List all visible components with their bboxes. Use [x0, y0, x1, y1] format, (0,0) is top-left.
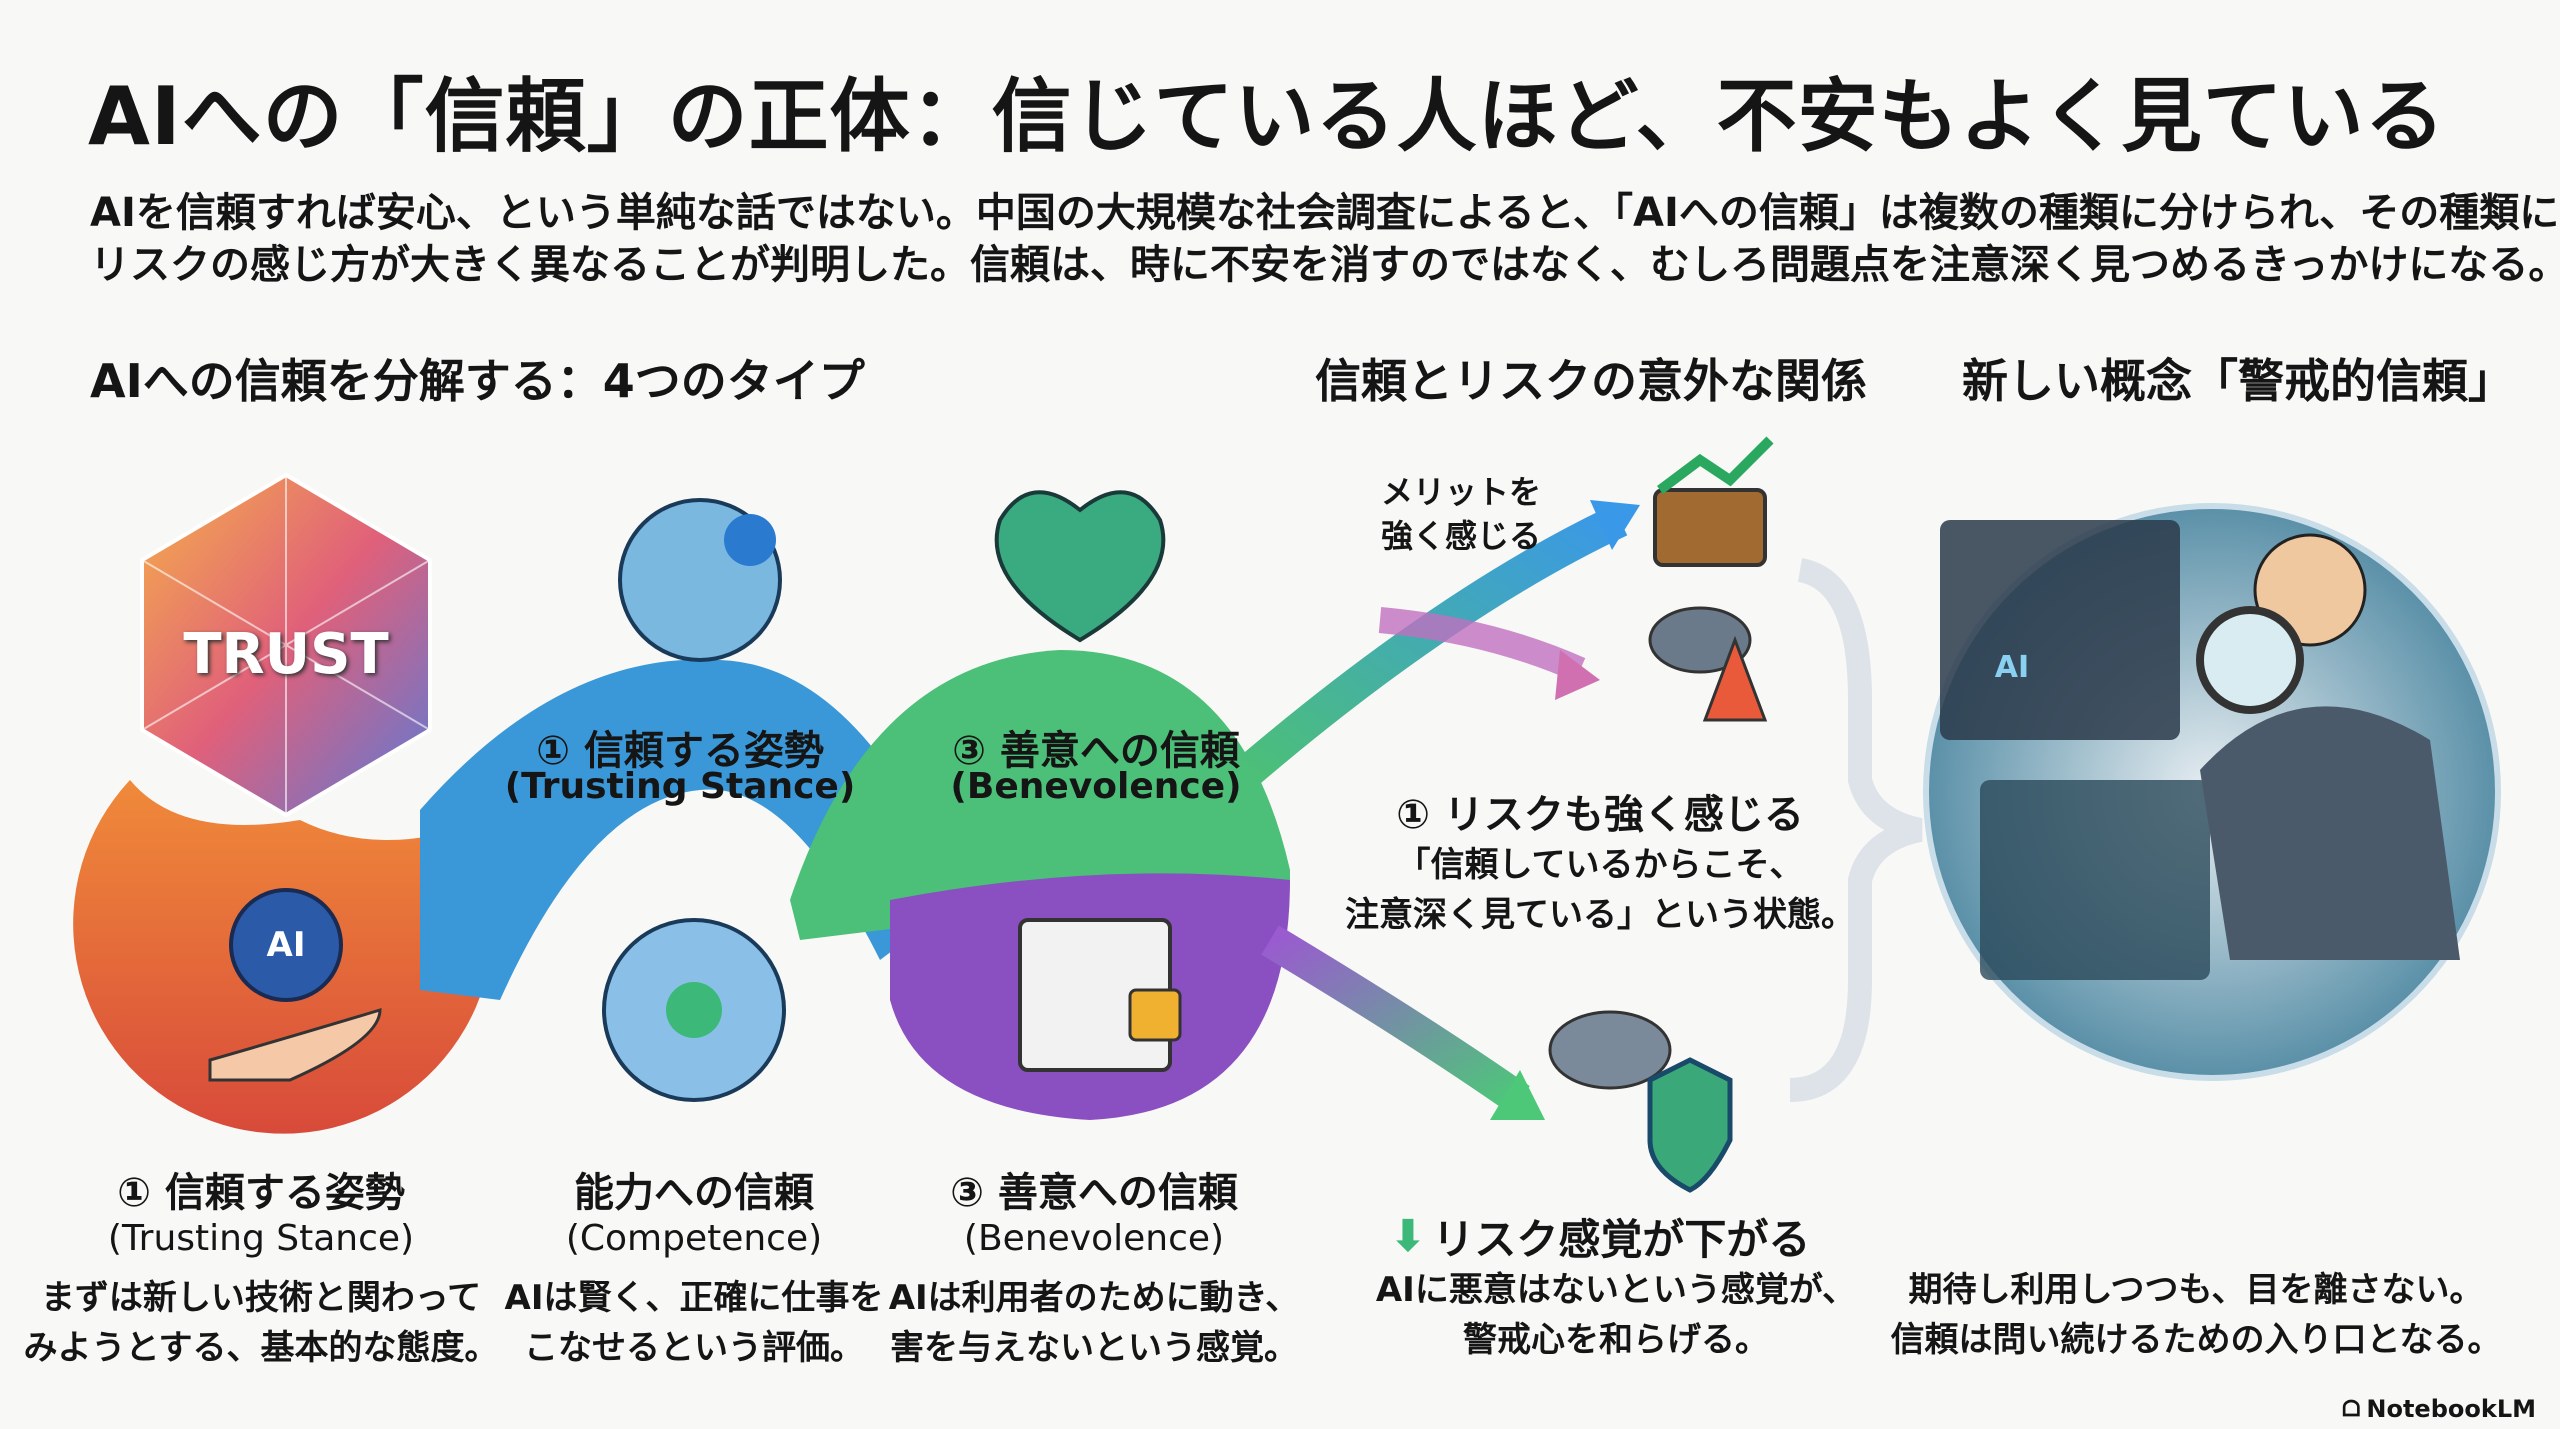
screen-ai-label: AI: [1994, 650, 2030, 685]
type-card-trusting-stance: ① 信頼する姿勢 (Trusting Stance) まずは新しい技術と関わって…: [24, 1160, 499, 1373]
concept-desc-line-1: 期待し利用しつつも、目を離さない。: [1908, 1270, 2484, 1310]
storm-cloud-icon: [1648, 606, 1752, 674]
type-desc-2: こなせるという評価。: [524, 1328, 864, 1368]
section-heading-concept: 新しい概念「警戒的信頼」: [1962, 354, 2514, 408]
quote-line-2: 注意深く見ている」という状態。: [1345, 895, 1855, 935]
risk-low-title: ⬇ リスク感覚が下がる: [1390, 1206, 1811, 1267]
check-badge-icon: [724, 514, 776, 566]
ai-network-icon: [229, 888, 343, 1002]
type-desc-1: AIは賢く、正確に仕事を: [504, 1278, 884, 1318]
down-arrow-icon: ⬇: [1389, 1211, 1427, 1262]
risk-low-title-text: リスク感覚が下がる: [1432, 1215, 1811, 1264]
subtitle-line-1: AIを信頼すれば安心、という単純な話ではない。中国の大規模な社会調査によると、「…: [90, 190, 2560, 236]
merit-label: メリットを 強く感じる: [1381, 470, 1541, 558]
brand-label: NotebookLM: [2366, 1395, 2536, 1423]
warning-icon: [1702, 635, 1768, 722]
notebooklm-logo-icon: ᗝ: [2342, 1396, 2361, 1422]
notebooklm-brand: ᗝ NotebookLM: [2342, 1395, 2536, 1423]
type-subtitle: (Benevolence): [963, 1218, 1225, 1259]
section-heading-relation: 信頼とリスクの意外な関係: [1315, 354, 1867, 408]
type-title: ① 信頼する姿勢: [117, 1170, 405, 1216]
blue-band: [420, 659, 960, 1000]
trust-badge: TRUST: [183, 622, 389, 687]
type-desc-1: まずは新しい技術と関わって: [40, 1278, 482, 1318]
ai-badge: AI: [266, 925, 306, 965]
treasure-chest-icon: [1653, 488, 1767, 567]
type-desc-2: 害を与えないという感覚。: [890, 1328, 1298, 1368]
green-band-subtitle: (Benevolence): [950, 766, 1242, 807]
type-subtitle: (Trusting Stance): [107, 1218, 415, 1259]
type-subtitle: (Competence): [565, 1218, 823, 1259]
shield-check-icon: [1647, 1057, 1733, 1193]
page-title: AIへの「信頼」の正体：信じている人ほど、不安もよく見ている: [88, 70, 2446, 163]
type-desc-2: みようとする、基本的な態度。: [23, 1328, 499, 1368]
blue-band-subtitle: (Trusting Stance): [504, 766, 856, 807]
arrow-to-risk: [1378, 607, 1586, 682]
green-band-title: ③ 善意への信頼: [952, 728, 1240, 774]
growth-arrow-icon: [1657, 436, 1774, 494]
quote-line-1: 「信頼しているからこそ、: [1396, 845, 1804, 885]
type-card-benevolence: ③ 善意への信頼 (Benevolence) AIは利用者のために動き、 害を与…: [889, 1160, 1300, 1373]
subtitle-line-2: リスクの感じ方が大きく異なることが判明した。信頼は、時に不安を消すのではなく、む…: [90, 242, 2560, 288]
type-title: ③ 善意への信頼: [950, 1170, 1238, 1216]
desc-line-2: 警戒心を和らげる。: [1462, 1320, 1769, 1360]
type-desc-1: AIは利用者のために動き、: [888, 1278, 1300, 1318]
type-card-competence: 能力への信頼 (Competence) AIは賢く、正確に仕事を こなせるという…: [505, 1160, 884, 1373]
brace: [1789, 558, 1923, 1102]
merit-label-line-1: メリットを: [1380, 473, 1542, 511]
section-heading-types: AIへの信頼を分解する：4つのタイプ: [90, 354, 865, 408]
arrow-to-risk-down: [1261, 925, 1530, 1114]
blue-band-title: ① 信頼する姿勢: [536, 728, 824, 774]
merit-label-line-2: 強く感じる: [1380, 517, 1542, 555]
concept-desc-line-2: 信頼は問い続けるための入り口となる。: [1890, 1320, 2502, 1360]
risk-high-quote: 「信頼しているからこそ、 注意深く見ている」という状態。: [1345, 840, 1855, 940]
type-title: 能力への信頼: [574, 1170, 814, 1216]
risk-high-title: ① リスクも強く感じる: [1396, 792, 1804, 838]
magnifier-icon: [2196, 606, 2304, 714]
storm-cloud-icon-2: [1548, 1010, 1672, 1090]
risk-low-desc: AIに悪意はないという感覚が、 警戒心を和らげる。: [1376, 1265, 1856, 1365]
green-band: [790, 650, 1290, 940]
hand-icon: [208, 1007, 382, 1082]
heart-hands-icon: [994, 490, 1166, 643]
concept-desc: 期待し利用しつつも、目を離さない。 信頼は問い続けるための入り口となる。: [1891, 1265, 2502, 1365]
desc-line-1: AIに悪意はないという感覚が、: [1375, 1270, 1857, 1310]
